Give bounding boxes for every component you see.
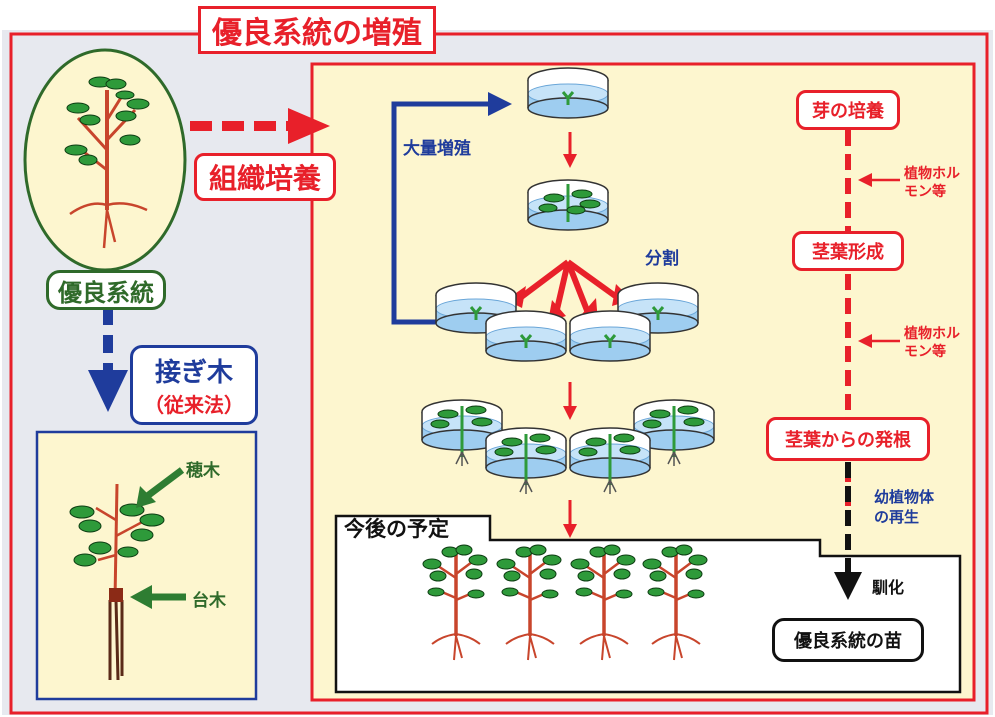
- conventional-method-label: （従来法）: [144, 393, 244, 417]
- culture-dish-divided-3: [569, 310, 651, 362]
- mass-propagation-label: 大量増殖: [403, 139, 471, 159]
- regeneration-label: 幼植物体 の再生: [874, 488, 935, 526]
- stem-leaf-formation-label: 茎葉形成: [792, 231, 904, 271]
- mass-propagation-arrowhead: [488, 92, 512, 116]
- grafting-label: 接ぎ木: [154, 358, 233, 388]
- future-plan-label: 今後の予定: [344, 517, 449, 541]
- culture-dish-divided-2: [485, 310, 567, 362]
- hormone-label-1: 植物ホル モン等: [904, 166, 960, 200]
- young-plant-4: [642, 544, 708, 661]
- grafting-label-box: 接ぎ木 （従来法）: [130, 345, 258, 425]
- culture-dish-shoot: [527, 179, 609, 231]
- culture-dish-initial: [527, 67, 609, 119]
- culture-dish-rooted-3: [569, 427, 651, 494]
- young-plant-2: [496, 544, 562, 661]
- culture-dish-rooted-4: [633, 399, 715, 466]
- acclimatization-label: 馴化: [872, 578, 905, 597]
- culture-dish-divided-4: [617, 282, 699, 334]
- scion-label: 穂木: [186, 461, 220, 481]
- arrow-down-3-head: [563, 524, 577, 538]
- scion-pointer-head: [136, 486, 156, 508]
- rootstock-pointer-head: [130, 585, 152, 609]
- culture-dish-rooted-1: [421, 399, 503, 466]
- elite-line-label: 優良系統: [46, 270, 166, 310]
- tissue-culture-label: 組織培養: [194, 153, 336, 201]
- elite-seedling-label: 優良系統の苗: [772, 618, 924, 662]
- arrow-down-1-head: [563, 154, 577, 168]
- culture-dish-rooted-2: [485, 427, 567, 494]
- page-title: 優良系統の増殖: [198, 6, 436, 54]
- grafted-plant: [69, 483, 165, 681]
- tissue-culture-arrowhead: [288, 108, 330, 144]
- hormone-arrowhead-2: [858, 334, 872, 348]
- grafting-box: [35, 430, 258, 701]
- young-plant-3: [570, 544, 636, 661]
- acclimatization-arrowhead: [834, 572, 862, 600]
- rooting-label: 茎葉からの発根: [766, 417, 930, 461]
- culture-dish-divided-1: [435, 282, 517, 334]
- young-plant-1: [422, 544, 488, 661]
- bud-culture-label: 芽の培養: [796, 90, 900, 130]
- hormone-arrowhead-1: [858, 173, 872, 187]
- arrow-down-2-head: [563, 406, 577, 420]
- elite-tree: [64, 76, 150, 249]
- division-label: 分割: [645, 249, 679, 269]
- division-arrows: [518, 259, 620, 320]
- rootstock-label: 台木: [192, 591, 226, 611]
- hormone-label-2: 植物ホル モン等: [904, 326, 960, 360]
- mass-propagation-loop: [391, 101, 490, 325]
- grafting-arrowhead: [88, 370, 128, 412]
- outer-frame: [9, 32, 989, 715]
